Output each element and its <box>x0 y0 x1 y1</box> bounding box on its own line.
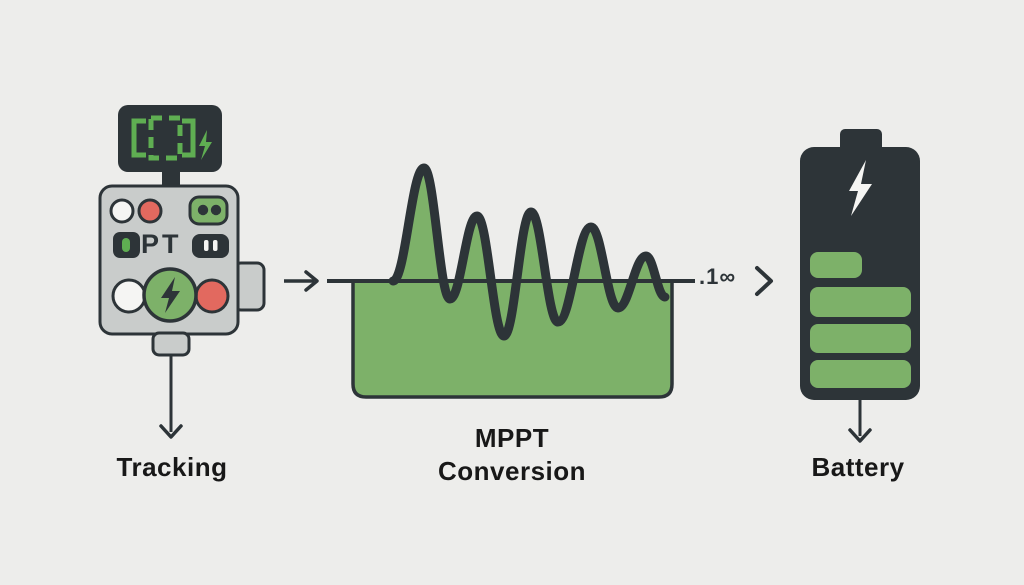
device-panel-text: PT <box>141 229 182 259</box>
tracking-label: Tracking <box>116 452 228 482</box>
pause-button-icon <box>192 234 229 258</box>
bottom-port <box>151 331 191 357</box>
reading-value: .1∞ <box>699 264 737 289</box>
green-fill-box <box>351 279 674 399</box>
battery-label: Battery <box>811 452 905 482</box>
device-power-button <box>142 267 198 323</box>
charge-bolt-icon <box>849 160 872 216</box>
tracker-device <box>98 105 266 439</box>
seven-segment-display-icon <box>118 105 222 172</box>
display-bolt-icon <box>199 130 212 160</box>
indicator-light-red <box>137 198 163 224</box>
chevron-right-icon <box>755 266 773 296</box>
tracker-down-arrow <box>159 356 183 439</box>
mppt-label-line1: MPPT <box>474 423 550 453</box>
battery-bar <box>810 252 862 278</box>
power-bolt-icon <box>161 277 180 313</box>
mppt-label-line2: Conversion <box>437 456 587 486</box>
flow-arrow-icon <box>284 270 319 292</box>
battery-bar <box>810 324 911 353</box>
wave-fill-area <box>393 168 665 336</box>
battery-icon <box>800 129 920 443</box>
display-stem <box>162 168 180 188</box>
socket-icon <box>188 195 229 226</box>
mppt-conversion-label: MPPT Conversion <box>362 422 662 488</box>
battery-down-arrow <box>848 400 872 443</box>
mppt-waveform <box>327 163 695 399</box>
power-curve <box>388 163 670 341</box>
power-switch-icon <box>113 232 140 258</box>
device-button-red <box>194 278 230 314</box>
indicator-light-white <box>109 198 135 224</box>
battery-bar <box>810 287 911 317</box>
battery-bar <box>810 360 911 388</box>
device-button-white <box>111 278 147 314</box>
